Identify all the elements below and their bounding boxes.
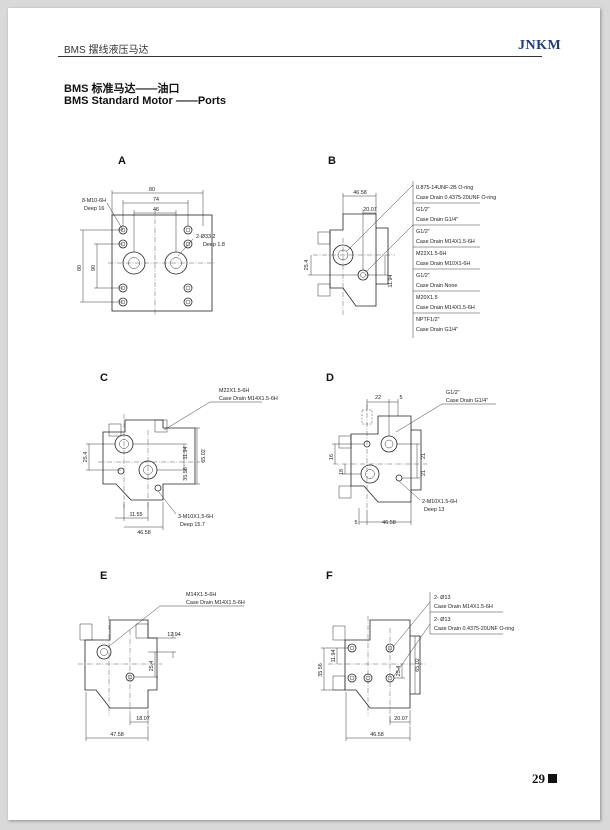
- header-divider: [58, 56, 542, 57]
- note-b-row6-port: M20X1.5: [416, 295, 438, 301]
- dim-d-46-58: 46.58: [382, 520, 396, 526]
- note-b-row4-drain: Case Drain M10X1-6H: [416, 261, 470, 267]
- note-e-port: M14X1.5-6H: [186, 592, 216, 598]
- header-section-title: BMS 摆线液压马达: [64, 45, 149, 56]
- note-b-row4-port: M22X1.5-6H: [416, 251, 446, 257]
- dim-e-12-94: 12.94: [167, 632, 181, 638]
- note-b-row3-port: G1/2": [416, 229, 430, 235]
- note-d-drain: Case Drain G1/4": [446, 398, 488, 404]
- dim-f-11-94: 11.94: [331, 649, 337, 662]
- view-a-label: A: [118, 155, 126, 167]
- dim-d-5-bottom: 5: [355, 520, 358, 526]
- dim-f-25-4: 25.4: [396, 666, 402, 677]
- dim-a-80-vertical: 80: [77, 265, 83, 271]
- view-b-drawing: 46.58 20.07 25.4 11.94 0.875-14UNF-2B O-…: [304, 181, 496, 338]
- view-e-label: E: [100, 570, 108, 582]
- note-b-row1-port: 0.875-14UNF-2B O-ring: [416, 185, 473, 191]
- note-f-port2: 2- Ø13: [434, 617, 450, 623]
- dim-c-25-4: 25.4: [83, 452, 89, 463]
- page-title-english: BMS Standard Motor ——Ports: [64, 95, 226, 107]
- dim-f-46-58: 46.58: [370, 732, 384, 738]
- note-b-row5-port: G1/2": [416, 273, 430, 279]
- dim-a-74: 74: [153, 197, 159, 203]
- dim-c-11-94: 11.94: [183, 446, 189, 459]
- note-b-row7-port: NPTF1/2": [416, 317, 440, 323]
- note-f-drain2: Case Drain 0.4375-20UNF O-ring: [434, 626, 514, 632]
- note-b-row6-drain: Case Drain M14X1.5-6H: [416, 305, 475, 311]
- dim-b-11-94: 11.94: [388, 274, 394, 287]
- dim-c-11-55: 11.55: [129, 512, 142, 518]
- note-a-port-depth: Deep 1.8: [203, 242, 225, 248]
- dim-a-90: 90: [91, 265, 97, 271]
- note-b-row2-drain: Case Drain G1/4": [416, 217, 458, 223]
- note-f-port1: 2- Ø13: [434, 595, 450, 601]
- note-b-row3-drain: Case Drain M14X1.5-6H: [416, 239, 475, 245]
- dim-b-46-58: 46.58: [353, 190, 367, 196]
- dim-a-80: 80: [149, 187, 155, 193]
- view-b-label: B: [328, 155, 336, 167]
- note-b-row5-drain: Case Drain None: [416, 283, 457, 289]
- view-c-drawing: 25.4 11.94 35.56 65.02 11.55 46.58 M22X1…: [83, 388, 278, 536]
- view-a-drawing: 80 74 46 80 90 8-M10-6H Deep 16 2-Ø33.2 …: [77, 187, 225, 316]
- dim-e-47-58: 47.58: [110, 732, 124, 738]
- catalog-page: [8, 8, 600, 820]
- dim-a-46: 46: [153, 207, 159, 213]
- dim-f-35-56: 35.56: [318, 663, 324, 677]
- note-b-row1-drain: Case Drain 0.4375-20UNF O-ring: [416, 195, 496, 201]
- note-c-port: M22X1.5-6H: [219, 388, 249, 394]
- page-number-marker: [548, 774, 557, 783]
- note-c-thread: 3-M10X1.5-6H: [178, 514, 213, 520]
- brand-logo: JNKM: [518, 38, 562, 53]
- note-d-thread: 2-M10X1.5-6H: [422, 499, 457, 505]
- note-a-port-dia: 2-Ø33.2: [196, 234, 215, 240]
- dim-f-20-07: 20.07: [394, 716, 408, 722]
- dim-b-20-07: 20.07: [363, 207, 377, 213]
- view-e-drawing: 12.94 25.4 18.07 47.58 M14X1.5-6H Case D…: [78, 592, 245, 741]
- page-title-chinese: BMS 标准马达——油口: [64, 83, 180, 95]
- note-c-depth: Deep 15.7: [180, 522, 205, 528]
- dim-d-18: 18: [339, 469, 345, 475]
- view-d-drawing: 22 5 16 18 21 21 5 46.58 G1/2" Case Drai…: [329, 390, 496, 526]
- note-c-drain: Case Drain M14X1.5-6H: [219, 396, 278, 402]
- dim-c-65-02: 65.02: [201, 449, 207, 463]
- view-f-label: F: [326, 570, 333, 582]
- dim-d-22: 22: [375, 395, 381, 401]
- view-f-drawing: 35.56 11.94 25.4 65.02 20.07 46.58 2- Ø1…: [318, 592, 514, 741]
- page-number: 29: [532, 771, 545, 786]
- dim-e-18-07: 18.07: [136, 716, 150, 722]
- dim-f-65-02: 65.02: [415, 658, 421, 672]
- view-d-label: D: [326, 372, 334, 384]
- note-a-depth: Deep 16: [84, 206, 104, 212]
- view-c-label: C: [100, 372, 108, 384]
- dim-c-46-58: 46.58: [137, 530, 151, 536]
- note-b-row7-drain: Case Drain G1/4": [416, 327, 458, 333]
- note-a-thread: 8-M10-6H: [82, 198, 106, 204]
- dim-e-25-4: 25.4: [149, 661, 155, 672]
- note-d-depth: Deep 13: [424, 507, 444, 513]
- dim-d-21-upper: 21: [421, 453, 427, 459]
- dim-d-5-top: 5: [400, 395, 403, 401]
- note-f-drain1: Case Drain M14X1.5-6H: [434, 604, 493, 610]
- dim-c-35-56: 35.56: [183, 467, 189, 481]
- note-d-port: G1/2": [446, 390, 460, 396]
- dim-d-21-lower: 21: [421, 470, 427, 476]
- dim-b-25-4: 25.4: [304, 260, 310, 271]
- dim-d-16: 16: [329, 454, 335, 460]
- note-e-drain: Case Drain M14X1.5-6H: [186, 600, 245, 606]
- note-b-row2-port: G1/2": [416, 207, 430, 213]
